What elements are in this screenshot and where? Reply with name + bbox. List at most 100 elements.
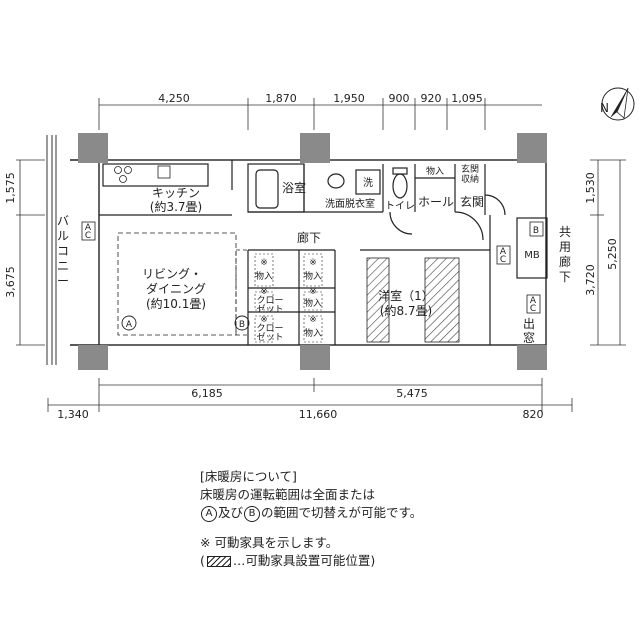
closet-label-1a: クロー	[256, 295, 283, 306]
ac-label-1b: C	[85, 231, 91, 241]
zone-a-marker	[121, 315, 137, 331]
ac-units	[81, 221, 541, 314]
interior-walls	[99, 160, 548, 345]
exit-window-label: 出 窓	[523, 317, 535, 345]
mb-label: MB	[524, 250, 540, 261]
shared-corridor-char-2: 用	[559, 240, 571, 254]
zone-a-label: A	[126, 320, 133, 330]
dim-top-3: 1,950	[333, 92, 365, 105]
outer-walls	[70, 159, 547, 346]
dim-left-2: 3,675	[4, 266, 17, 298]
shared-corridor-char-3: 廊	[559, 254, 571, 269]
hall-label: ホール	[418, 195, 454, 209]
wash-mark: 洗	[363, 177, 373, 189]
dim-bottom-mid-2: 5,475	[396, 387, 428, 400]
note-mark-4: ※	[309, 287, 317, 297]
entry-storage-label-1: 玄関	[461, 163, 479, 175]
living-size: (約10.1畳)	[146, 296, 206, 311]
ac-label-2b: C	[500, 255, 506, 265]
kitchen-size: (約3.7畳)	[150, 199, 202, 214]
zone-b-marker	[234, 315, 250, 331]
exit-window-char-2: 窓	[523, 330, 535, 345]
closet-label-2a: クロー	[256, 323, 283, 334]
dim-bottom-1: 1,340	[57, 408, 89, 421]
dim-right-1: 1,530	[584, 172, 597, 204]
dim-left-1: 1,575	[4, 172, 17, 204]
balcony	[46, 135, 57, 365]
b-box-label: B	[533, 226, 539, 236]
note-mark-6: ※	[309, 315, 317, 325]
north-label: N	[600, 101, 609, 115]
dimension-right	[590, 159, 626, 346]
b-box	[529, 221, 544, 237]
columns	[78, 133, 547, 370]
notes-line2-mid: 及び	[218, 505, 244, 520]
storage-small-label: 物入	[426, 165, 444, 177]
notes-zone-a: A	[201, 505, 217, 522]
balcony-char-2: ル	[57, 229, 69, 243]
north-arrow: N	[600, 87, 635, 121]
ac-label-3: A	[530, 296, 537, 306]
movable-furniture-area-1	[366, 257, 390, 343]
ac-label-1: A	[85, 223, 92, 233]
entry-storage-label-2: 収納	[461, 173, 479, 185]
note-mark-5: ※	[260, 315, 268, 325]
stove-icon	[114, 166, 132, 183]
dimension-left	[16, 159, 45, 346]
notes-heading: [床暖房について]	[200, 469, 297, 484]
dim-top-1: 4,250	[158, 92, 190, 105]
zone-b-label: B	[239, 320, 245, 330]
dim-bottom-mid-1: 6,185	[191, 387, 223, 400]
note-mark-3: ※	[260, 287, 268, 297]
entrance-label: 玄関	[460, 194, 484, 209]
living-label-1: リビング・	[142, 267, 202, 281]
storage-label-4: 物入	[304, 327, 322, 339]
dimension-bottom	[47, 378, 573, 412]
floor-heating-zone	[117, 232, 237, 336]
hatch-legend-icon	[206, 556, 231, 567]
balcony-char-5: ー	[57, 274, 69, 288]
living-label-2: ダイニング	[146, 281, 206, 296]
toilet-label: トイレ	[385, 201, 415, 212]
dim-top-2: 1,870	[265, 92, 297, 105]
dimension-top	[98, 98, 542, 130]
dim-top-5: 920	[421, 92, 442, 105]
storage-label-2: 物入	[304, 270, 322, 282]
dim-bottom-3: 820	[523, 408, 544, 421]
kitchen-label: キッチン	[152, 186, 200, 200]
storage-label-1: 物入	[255, 270, 273, 282]
note-mark-1: ※	[260, 258, 268, 268]
shared-corridor-label: 共 用 廊 下	[559, 225, 571, 284]
balcony-char-1: バ	[57, 214, 69, 228]
notes-gap	[200, 522, 620, 534]
dim-top-6: 1,095	[451, 92, 483, 105]
notes-line4-rest: …可動家具設置可能位置)	[232, 553, 376, 568]
dim-right-2: 3,720	[584, 264, 597, 296]
western-room-label: 洋室（1）	[378, 288, 434, 303]
storage-label-3: 物入	[304, 297, 322, 309]
balcony-char-3: コ	[57, 244, 69, 258]
washroom-label: 洗面脱衣室	[325, 197, 375, 210]
movable-furniture-area-2	[424, 257, 460, 343]
shared-corridor-char-1: 共	[559, 225, 571, 239]
western-room-size: (約8.7畳)	[380, 303, 432, 318]
closet-label-2b: ゼット	[256, 331, 283, 343]
dim-top-4: 900	[389, 92, 410, 105]
dim-right-3: 5,250	[606, 238, 619, 270]
notes-line1: 床暖房の運転範囲は全面または	[200, 487, 376, 502]
notes-line2-end: の範囲で切替えが可能です。	[261, 505, 423, 520]
notes-line3: ※ 可動家具を示します。	[200, 535, 339, 550]
corridor-label: 廊下	[297, 230, 321, 245]
note-mark-2: ※	[309, 258, 317, 268]
dim-bottom-2: 11,660	[299, 408, 338, 421]
bath-label: 浴室	[282, 180, 306, 195]
sink-icon	[157, 165, 171, 179]
balcony-char-4: ニ	[57, 259, 69, 273]
balcony-label: バ ル コ ニ ー	[57, 214, 69, 288]
notes-line4-open: (	[200, 553, 205, 568]
closet-label-1b: ゼット	[256, 303, 283, 315]
notes-line4: ( …可動家具設置可能位置)	[200, 552, 620, 570]
